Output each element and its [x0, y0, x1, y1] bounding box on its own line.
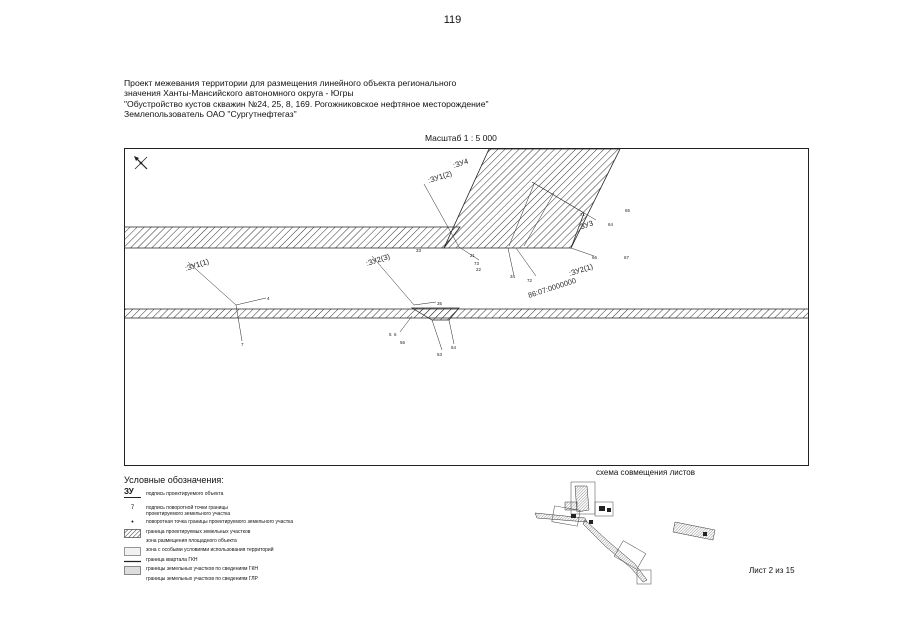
legend-text: подпись проектируемого объекта: [146, 491, 224, 497]
legend-zone-symbol: [124, 547, 141, 556]
legend-text: граница проектируемых земельных участков: [146, 529, 251, 535]
legend-quarter-symbol: [124, 560, 141, 563]
legend-item: граница квартала ГКН: [124, 557, 374, 567]
legend-item: граница проектируемых земельных участков: [124, 529, 374, 539]
legend-item: • поворотная точка границы проектируемог…: [124, 519, 374, 529]
point-label: 35: [437, 301, 443, 306]
scheme-title: схема совмещения листов: [596, 468, 695, 477]
header-line-3: "Обустройство кустов скважин №24, 25, 8,…: [124, 99, 489, 109]
point-label: 73: [474, 261, 480, 266]
legend-gkn-symbol: [124, 566, 141, 575]
point-label: 64: [608, 222, 614, 227]
point-label: 54: [451, 345, 457, 350]
map-scale: Масштаб 1 : 5 000: [425, 133, 497, 143]
point-label: 21: [470, 253, 476, 258]
point-label: 5: [389, 332, 392, 337]
point-label: 7: [241, 342, 244, 347]
legend-zu-symbol: ЗУ: [124, 487, 141, 498]
point-label: 65: [625, 208, 631, 213]
legend-title: Условные обозначения:: [124, 475, 224, 485]
legend-item: 7 подпись поворотной точки границы: [124, 505, 374, 515]
point-label: 22: [476, 267, 482, 272]
legend-hatch-symbol: [124, 529, 141, 538]
header-line-1: Проект межевания территории для размещен…: [124, 78, 457, 88]
legend-key: •: [131, 519, 134, 526]
legend-text: зона размещения площадного объекта: [146, 538, 237, 544]
north-arrow-icon: [134, 156, 148, 170]
survey-map: :ЗУ4 :ЗУ1(2) :ЗУ3 :ЗУ1(1) :ЗУ2(3) :ЗУ2(1…: [124, 148, 809, 466]
legend-item: ЗУ подпись проектируемого объекта: [124, 487, 374, 498]
point-label: 56: [400, 340, 406, 345]
legend-text: подпись поворотной точки границы: [146, 505, 228, 511]
map-frame: [124, 148, 809, 466]
legend-text: проектируемого земельного участка: [146, 511, 231, 517]
legend-key: 7: [130, 505, 135, 511]
point-label: 71: [580, 212, 586, 217]
legend-text: зона с особыми условиями использования т…: [146, 547, 274, 553]
point-label: 6: [394, 332, 397, 337]
legend-text: границы земельных участков по сведениям …: [146, 576, 258, 582]
header-line-2: значения Ханты-Мансийского автономного о…: [124, 88, 354, 98]
parcel-band-upper: [124, 226, 461, 249]
parcel-band-lower: [124, 308, 809, 319]
page-number: 119: [443, 14, 462, 26]
sheet-number: Лист 2 из 15: [749, 566, 795, 575]
sheet-overview-scheme: [534, 481, 716, 585]
header-line-4: Землепользователь ОАО "Сургутнефтегаз": [124, 109, 297, 119]
legend-item: границы земельных участков по сведениям …: [124, 576, 374, 586]
legend-item: проектируемого земельного участка: [124, 511, 374, 521]
point-label: 67: [624, 255, 630, 260]
legend-item: зона с особыми условиями использования т…: [124, 547, 374, 557]
point-label: 72: [527, 278, 533, 283]
legend-item: зона размещения площадного объекта: [124, 538, 374, 548]
point-label: 66: [592, 255, 598, 260]
legend-text: поворотная точка границы проектируемого …: [146, 519, 294, 525]
legend-item: границы земельных участков по сведениям …: [124, 566, 374, 576]
point-label: 53: [437, 352, 443, 357]
legend-text: границы земельных участков по сведениям …: [146, 566, 259, 572]
legend-text: граница квартала ГКН: [146, 557, 198, 563]
point-label: 34: [510, 274, 516, 279]
point-label: 33: [416, 248, 422, 253]
point-label: 4: [267, 296, 270, 301]
